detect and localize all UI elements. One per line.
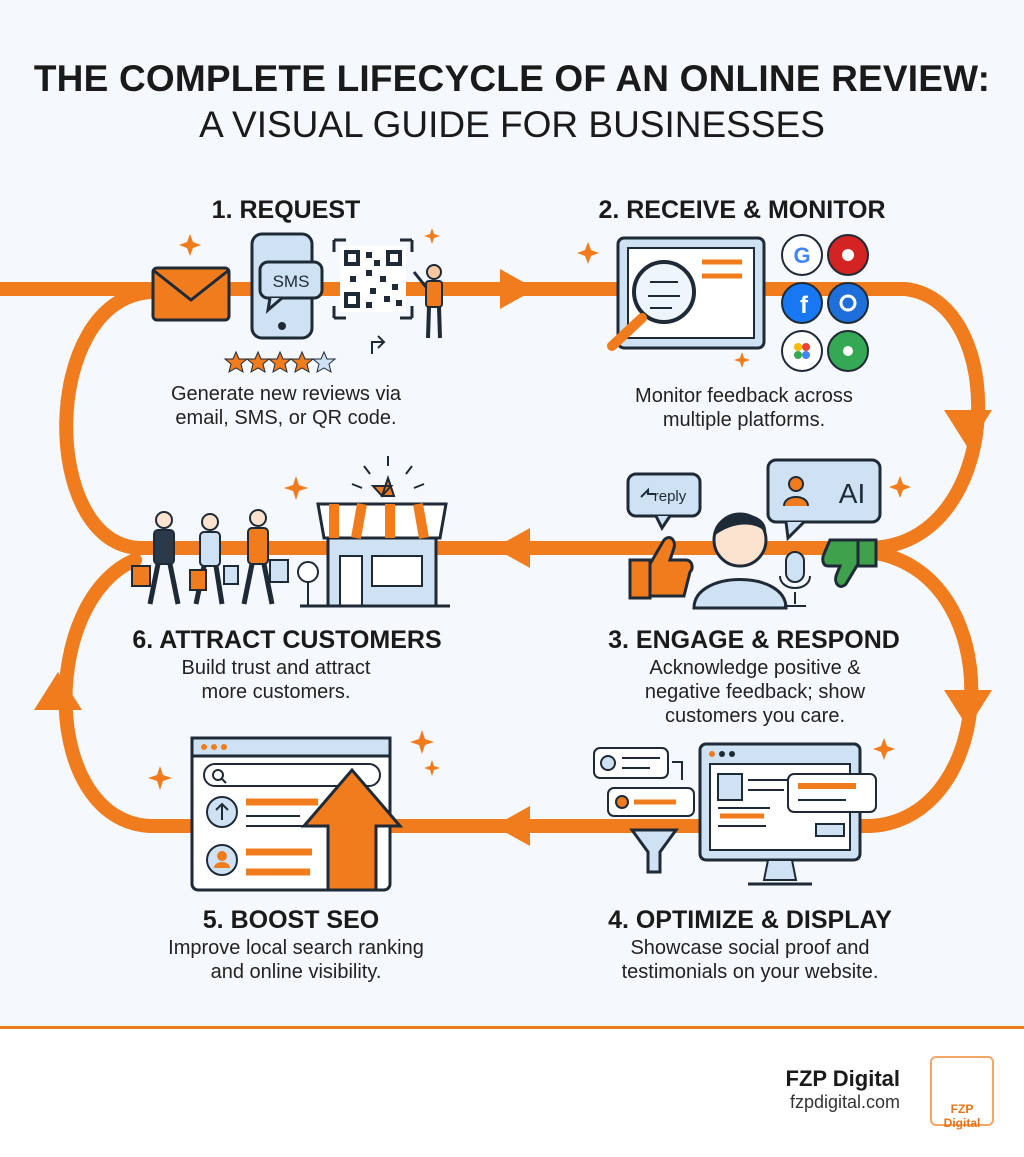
- google-icon: G: [781, 234, 823, 276]
- step-2-desc-line: multiple platforms.: [662, 409, 826, 431]
- step-3-desc-line: negative feedback; show: [644, 681, 866, 703]
- sparkle-icons: [148, 228, 911, 790]
- brand-logo-icon: [930, 1056, 994, 1126]
- step-6-desc-line: Build trust and attract: [181, 657, 371, 679]
- facebook-icon: f: [781, 282, 823, 324]
- person-icon: [412, 264, 443, 339]
- step-4-desc: Showcase social proof and testimonials o…: [590, 936, 910, 984]
- network-icon: [827, 330, 869, 372]
- thumbs-down-icon: [821, 538, 878, 588]
- tripadvisor-icon: [827, 282, 869, 324]
- brand-logo-text: FZP Digital: [943, 1102, 981, 1130]
- ai-label: AI: [839, 478, 865, 509]
- reply-bubble-icon: reply: [626, 472, 702, 531]
- step-4-heading: 4. OPTIMIZE & DISPLAY: [608, 906, 892, 934]
- arrow-up-left: [34, 672, 82, 710]
- star-rating-icon: [223, 335, 386, 374]
- funnel-icon: [629, 828, 679, 874]
- testimonial-bubbles-icon: [593, 747, 695, 817]
- arrow-left-mid: [494, 528, 530, 568]
- search-bar-icon: [203, 763, 381, 787]
- step-3-desc-line: customers you care.: [664, 705, 846, 727]
- qr-code-icon: [332, 238, 414, 320]
- step-3-desc: Acknowledge positive & negative feedback…: [610, 656, 900, 728]
- support-agent-icon: [692, 512, 788, 610]
- ai-bubble-icon: AI: [766, 458, 882, 542]
- step-2-desc: Monitor feedback across multiple platfor…: [584, 384, 904, 432]
- arrow-left-bottom: [494, 806, 530, 846]
- svg-text:f: f: [800, 292, 809, 319]
- step-6-heading: 6. ATTRACT CUSTOMERS: [132, 626, 442, 654]
- thumbs-up-icon: [628, 536, 694, 600]
- step-5-desc-line: Improve local search ranking: [168, 937, 424, 959]
- page-title: THE COMPLETE LIFECYCLE OF AN ONLINE REVI…: [33, 58, 991, 99]
- step-2-heading: 2. RECEIVE & MONITOR: [598, 196, 886, 224]
- page-subtitle: A VISUAL GUIDE FOR BUSINESSES: [199, 104, 825, 145]
- magnifier-icon: [607, 260, 696, 351]
- envelope-icon: [151, 266, 231, 322]
- step-6-desc-line: more customers.: [201, 681, 351, 703]
- step-5-heading: 5. BOOST SEO: [202, 906, 380, 934]
- step-1-desc: Generate new reviews via email, SMS, or …: [126, 382, 446, 430]
- step-6-desc: Build trust and attract more customers.: [136, 656, 416, 704]
- step-1-desc-line: email, SMS, or QR code.: [175, 407, 397, 429]
- step-2-desc-line: Monitor feedback across: [635, 385, 853, 407]
- step-5-desc-line: and online visibility.: [210, 961, 382, 983]
- arrow-down-right-1: [944, 410, 992, 448]
- step-3-desc-line: Acknowledge positive &: [649, 657, 861, 679]
- brand-url[interactable]: fzpdigital.com: [789, 1092, 900, 1112]
- step-5-desc: Improve local search ranking and online …: [136, 936, 456, 984]
- platform-icons: G f: [781, 234, 869, 372]
- reply-label: reply: [654, 488, 687, 505]
- step-1-desc-line: Generate new reviews via: [170, 383, 402, 405]
- brand-name: FZP Digital: [785, 1066, 901, 1091]
- flow-arrowheads: [34, 269, 992, 846]
- monitor-icon: [698, 742, 877, 886]
- pinwheel-icon: [781, 330, 823, 372]
- storefront-icon: [297, 456, 450, 608]
- phone-icon: SMS: [250, 232, 324, 340]
- step-4-desc-line: testimonials on your website.: [621, 961, 879, 983]
- microphone-icon: [779, 551, 811, 607]
- sms-label: SMS: [273, 272, 310, 291]
- up-arrow-icon: [300, 767, 404, 892]
- svg-text:G: G: [793, 243, 810, 268]
- shoppers-icon: [131, 509, 289, 605]
- step-3-heading: 3. ENGAGE & RESPOND: [608, 626, 900, 654]
- step-4-desc-line: Showcase social proof and: [630, 937, 870, 959]
- yelp-icon: [827, 234, 869, 276]
- arrow-right-top: [500, 269, 536, 309]
- arrow-down-right-2: [944, 690, 992, 728]
- step-1-heading: 1. REQUEST: [211, 196, 361, 224]
- footer: [0, 1026, 1024, 1157]
